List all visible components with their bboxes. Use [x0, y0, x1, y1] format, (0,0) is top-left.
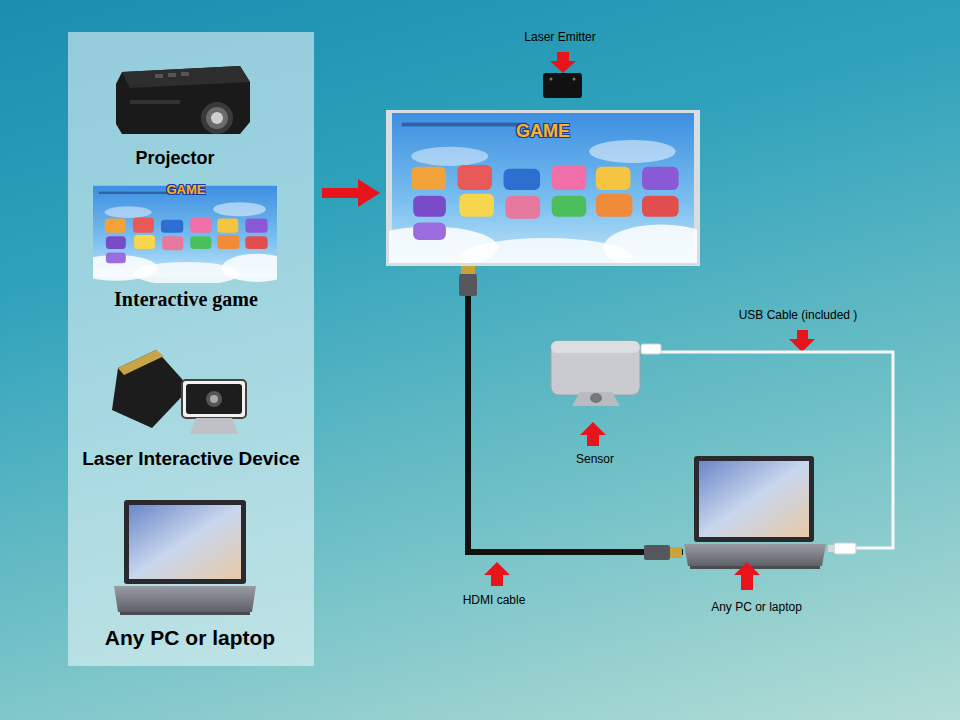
- game-logo: GAME: [88, 182, 284, 198]
- device-caption: Projector: [100, 147, 250, 169]
- usb-cable: [650, 352, 893, 548]
- device-caption: Laser Interactive Device: [72, 447, 310, 470]
- projection-screen: GAME: [386, 110, 700, 266]
- laser-device-item: Laser Interactive Device: [72, 345, 310, 473]
- device-caption: Any PC or laptop: [80, 625, 300, 651]
- pc-item: Any PC or laptop: [80, 495, 300, 655]
- laser-emitter: Laser Emitter: [510, 26, 610, 102]
- projector-item: Projector: [100, 48, 250, 174]
- part-label: Sensor: [540, 452, 650, 467]
- device-caption: Interactive game: [88, 287, 284, 311]
- laptop: Any PC or laptop: [683, 455, 830, 617]
- part-label: Any PC or laptop: [683, 600, 830, 615]
- hdmi-cable: [468, 266, 683, 552]
- sensor: Sensor: [540, 336, 650, 472]
- part-label: Laser Emitter: [510, 30, 610, 45]
- game-item: GAME Interactive game: [88, 176, 284, 314]
- cable-label: HDMI cable: [463, 593, 526, 608]
- cable-label: USB Cable (included ): [739, 308, 858, 323]
- game-logo: GAME: [386, 120, 700, 142]
